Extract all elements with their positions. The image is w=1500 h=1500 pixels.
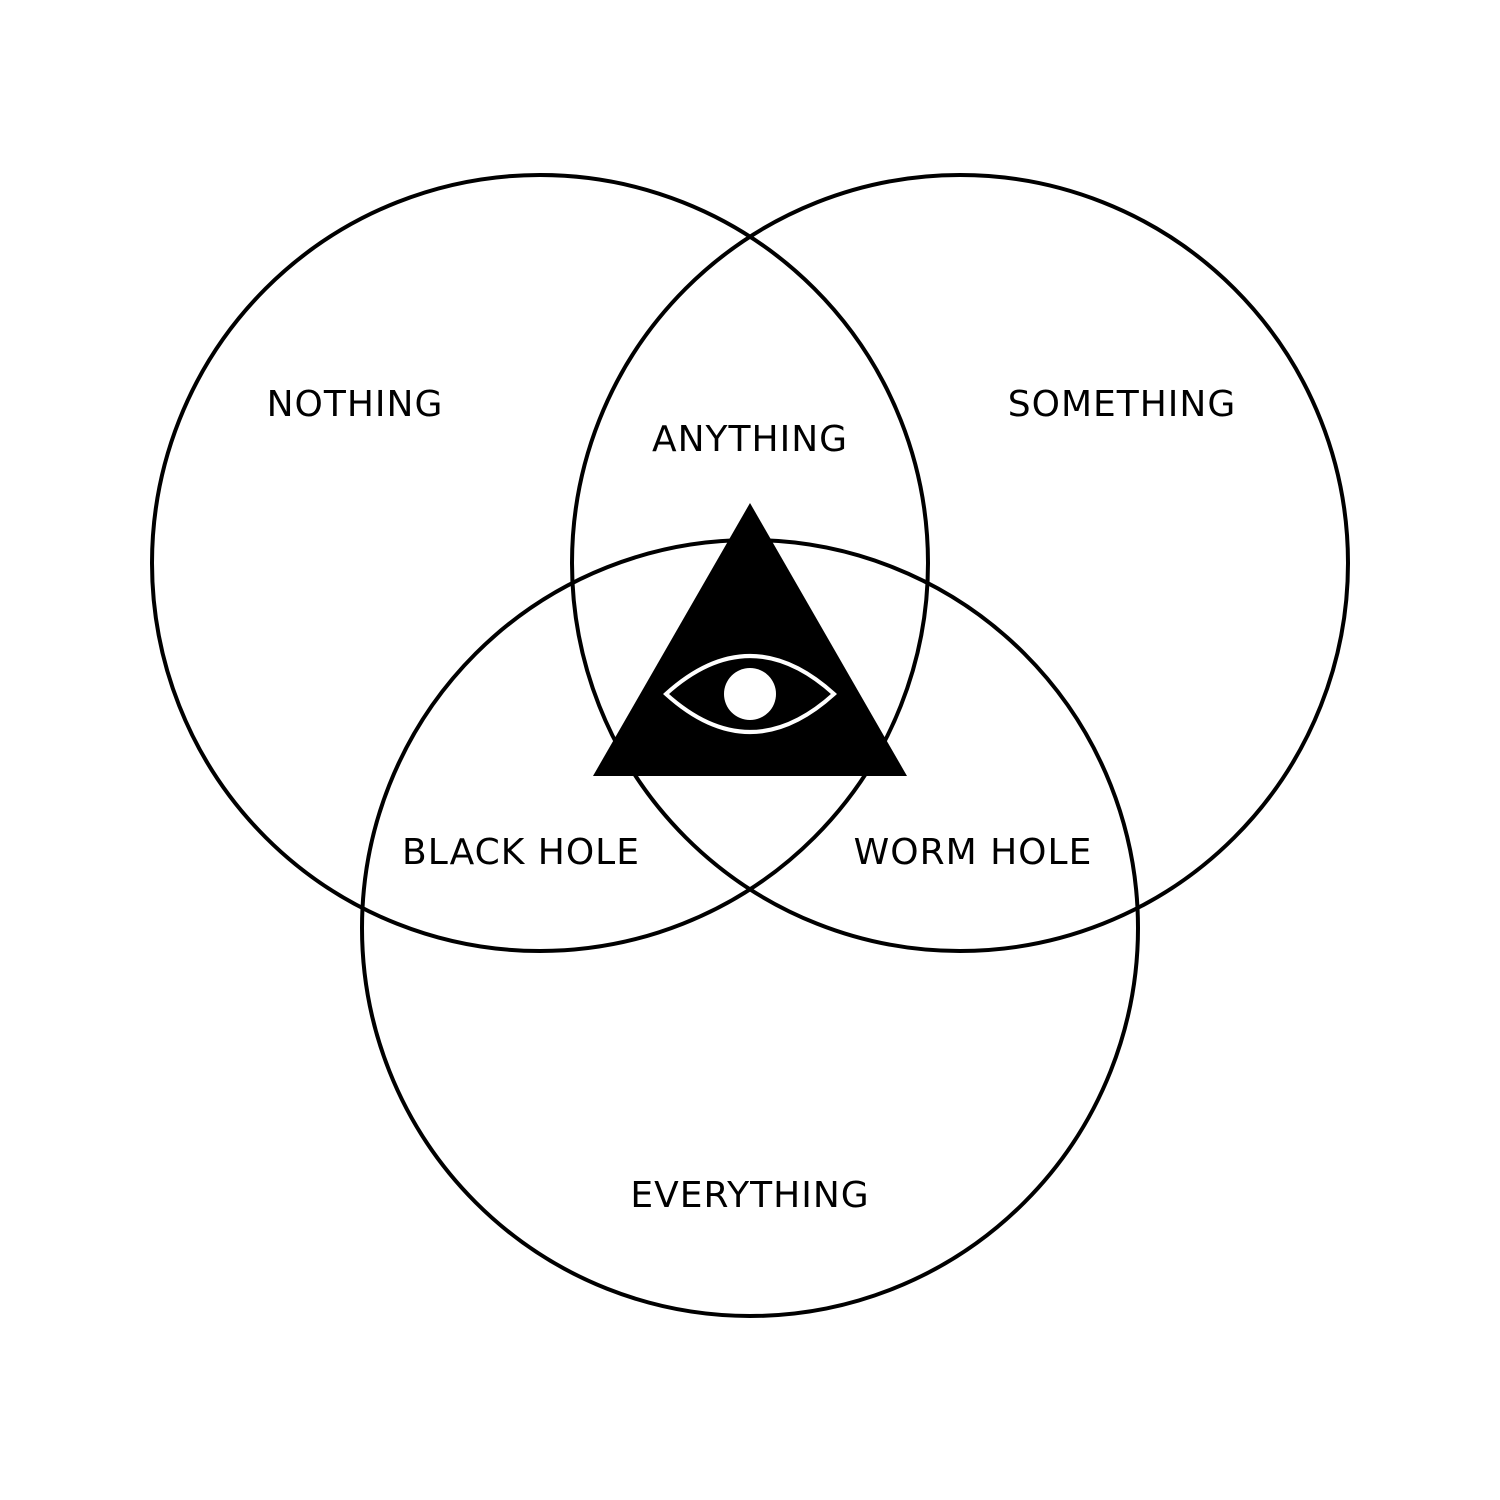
pyramid-triangle [593,503,907,776]
label-something: SOMETHING [1008,384,1237,425]
circle-something [570,173,1350,953]
eye-of-providence-icon [593,503,907,776]
label-black-hole: BLACK HOLE [402,832,640,873]
label-anything: ANYTHING [652,419,848,460]
eye-outline [663,654,837,734]
label-worm-hole: WORM HOLE [854,832,1093,873]
label-everything: EVERYTHING [630,1175,869,1216]
eye-pupil [724,668,776,720]
label-nothing: NOTHING [267,384,444,425]
circle-nothing [150,173,930,953]
